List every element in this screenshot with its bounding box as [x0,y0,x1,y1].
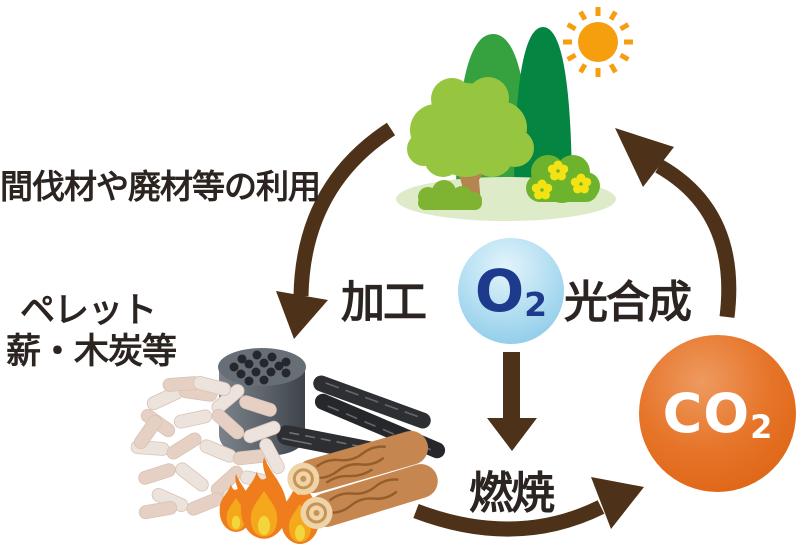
wood-fuel-illustration [130,348,446,544]
photosynthesis-label: 光合成 [564,277,692,328]
fuel-label-line2: 薪・木炭等 [6,331,177,372]
arrow-combustion-to-co2 [413,477,644,537]
arrow-forest-to-fuel [276,122,396,339]
forest-illustration [396,27,616,221]
tree-crown [407,77,534,177]
fuel-label-line1: ペレット [20,291,157,331]
sun-icon [563,7,633,77]
o2-label: O 2 [475,257,547,325]
arrow-co2-to-forest [615,128,737,318]
co2-badge: CO 2 [639,335,796,492]
o2-badge: O 2 [458,238,564,344]
co2-subscript: 2 [750,408,773,446]
o2-symbol: O [474,257,525,325]
small-bush [418,180,482,210]
o2-subscript: 2 [524,285,548,324]
combustion-label: 燃焼 [469,468,555,519]
co2-label: CO 2 [662,382,773,446]
cycle-arrows [276,122,737,537]
fuel-products-label: ペレット 薪・木炭等 [6,291,177,372]
thinned-wood-usage-label: 間伐材や廃材等の利用 [0,167,321,206]
processing-label: 加工 [341,277,427,328]
arrow-o2-to-combustion [487,352,537,451]
co2-symbol: CO [662,382,751,445]
flower-bush [526,155,600,203]
firewood-logs-illustration [287,430,438,529]
